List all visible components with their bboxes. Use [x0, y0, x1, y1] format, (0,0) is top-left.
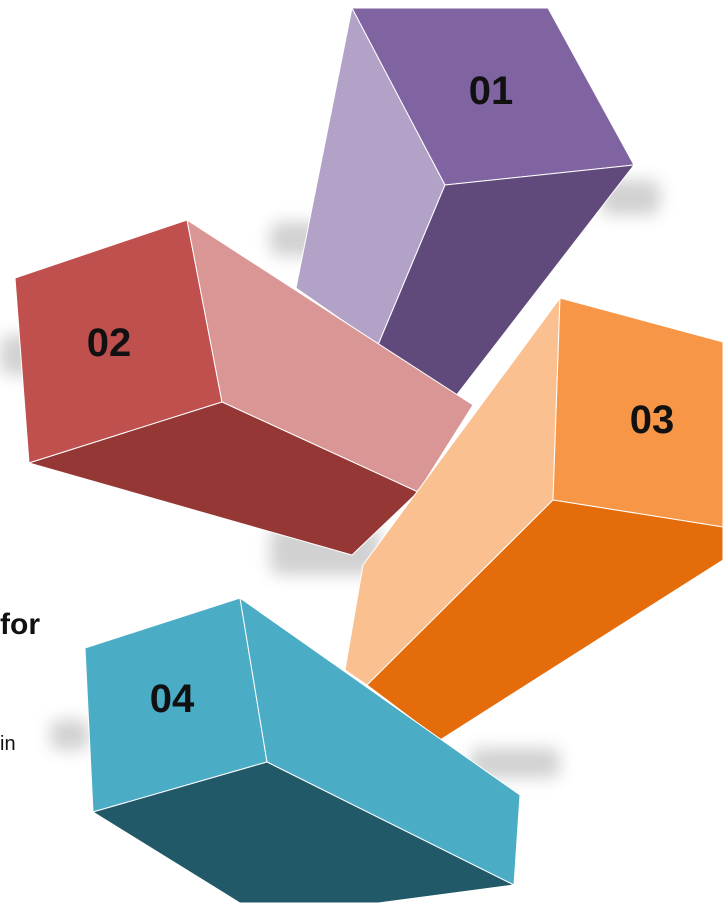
block-04: 04 — [84, 597, 521, 903]
block-02-label: 02 — [87, 321, 132, 365]
block-04-bottom-face — [92, 761, 515, 903]
block-04-label: 04 — [150, 677, 195, 721]
block-03-bottom-face — [366, 499, 723, 741]
stray-text-for: for — [0, 608, 40, 641]
block-01-label: 01 — [469, 69, 514, 113]
block-03-label: 03 — [630, 398, 675, 442]
block-03-front-face — [552, 297, 723, 528]
block-01: 01 — [295, 7, 635, 411]
block-02: 02 — [14, 219, 474, 556]
stray-text-in: in — [0, 733, 16, 755]
block-03: 03 — [344, 297, 723, 741]
